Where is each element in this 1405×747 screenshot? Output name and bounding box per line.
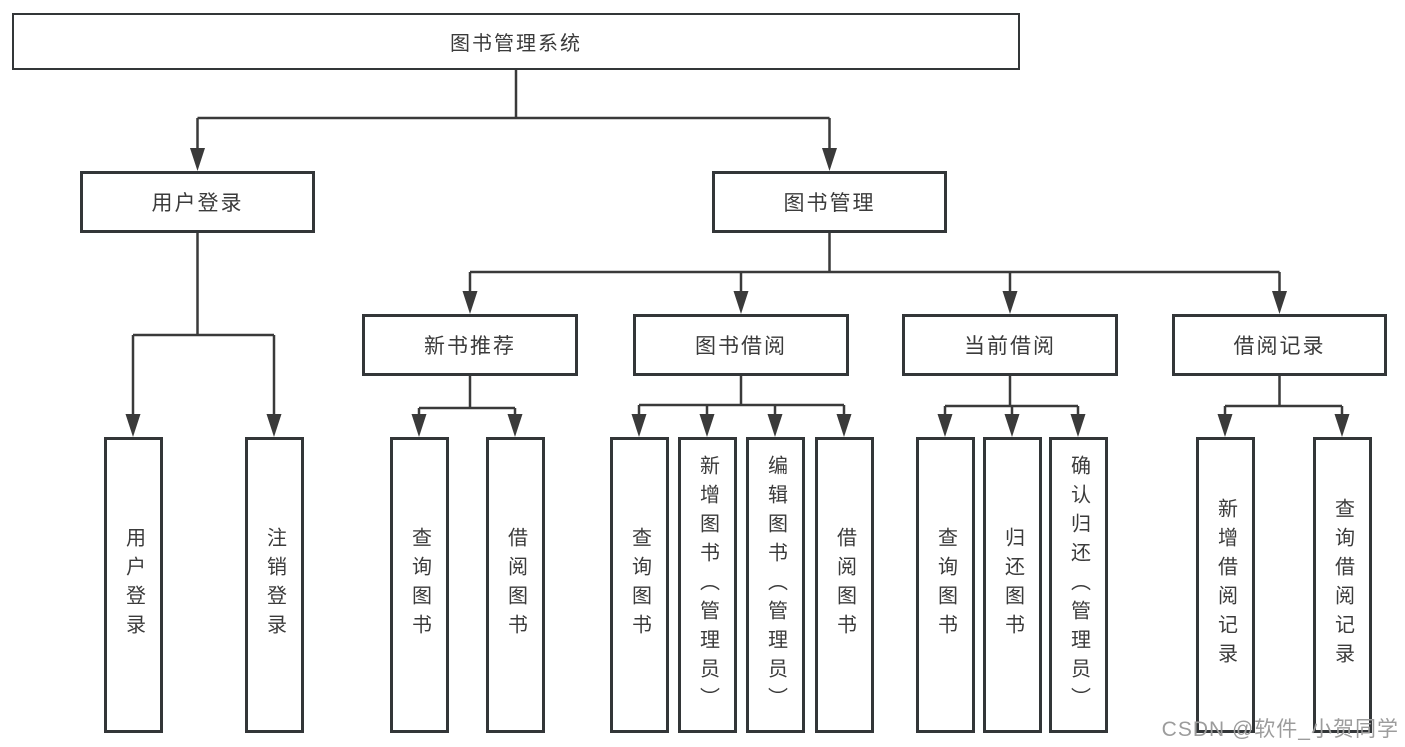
leaf-borrow-books-2: 借阅图书 — [815, 437, 874, 733]
leaf-add-books-admin: 新增图书（管理员） — [678, 437, 737, 733]
node-book-management: 图书管理 — [712, 171, 947, 233]
leaf-confirm-return-admin: 确认归还（管理员） — [1049, 437, 1108, 733]
leaf-query-books-3: 查询图书 — [916, 437, 975, 733]
node-new-book-recommend: 新书推荐 — [362, 314, 578, 376]
arrowheads — [125, 148, 1350, 437]
connector-userlogin-to-leaves — [131, 233, 276, 417]
leaf-query-books-2: 查询图书 — [610, 437, 669, 733]
connector-borrowrecord-to-leaves — [1223, 376, 1344, 417]
leaf-add-borrow-record: 新增借阅记录 — [1196, 437, 1255, 733]
leaf-query-books-1: 查询图书 — [390, 437, 449, 733]
connector-newbookrec-to-leaves — [417, 376, 517, 417]
leaf-edit-books-admin: 编辑图书（管理员） — [746, 437, 805, 733]
leaf-borrow-books-1: 借阅图书 — [486, 437, 545, 733]
leaf-logout: 注销登录 — [245, 437, 304, 733]
node-user-login: 用户登录 — [80, 171, 315, 233]
node-current-borrow: 当前借阅 — [902, 314, 1118, 376]
leaf-user-login: 用户登录 — [104, 437, 163, 733]
node-book-borrow: 图书借阅 — [633, 314, 849, 376]
connector-currentborrow-to-leaves — [943, 376, 1080, 417]
leaf-return-books: 归还图书 — [983, 437, 1042, 733]
leaf-query-borrow-record: 查询借阅记录 — [1313, 437, 1372, 733]
connector-bookborrow-to-leaves — [637, 376, 846, 417]
connector-bookmgmt-to-level3 — [468, 233, 1281, 294]
connector-root-to-level2 — [196, 70, 831, 151]
node-library-management-system: 图书管理系统 — [12, 13, 1020, 70]
node-borrow-record: 借阅记录 — [1172, 314, 1387, 376]
